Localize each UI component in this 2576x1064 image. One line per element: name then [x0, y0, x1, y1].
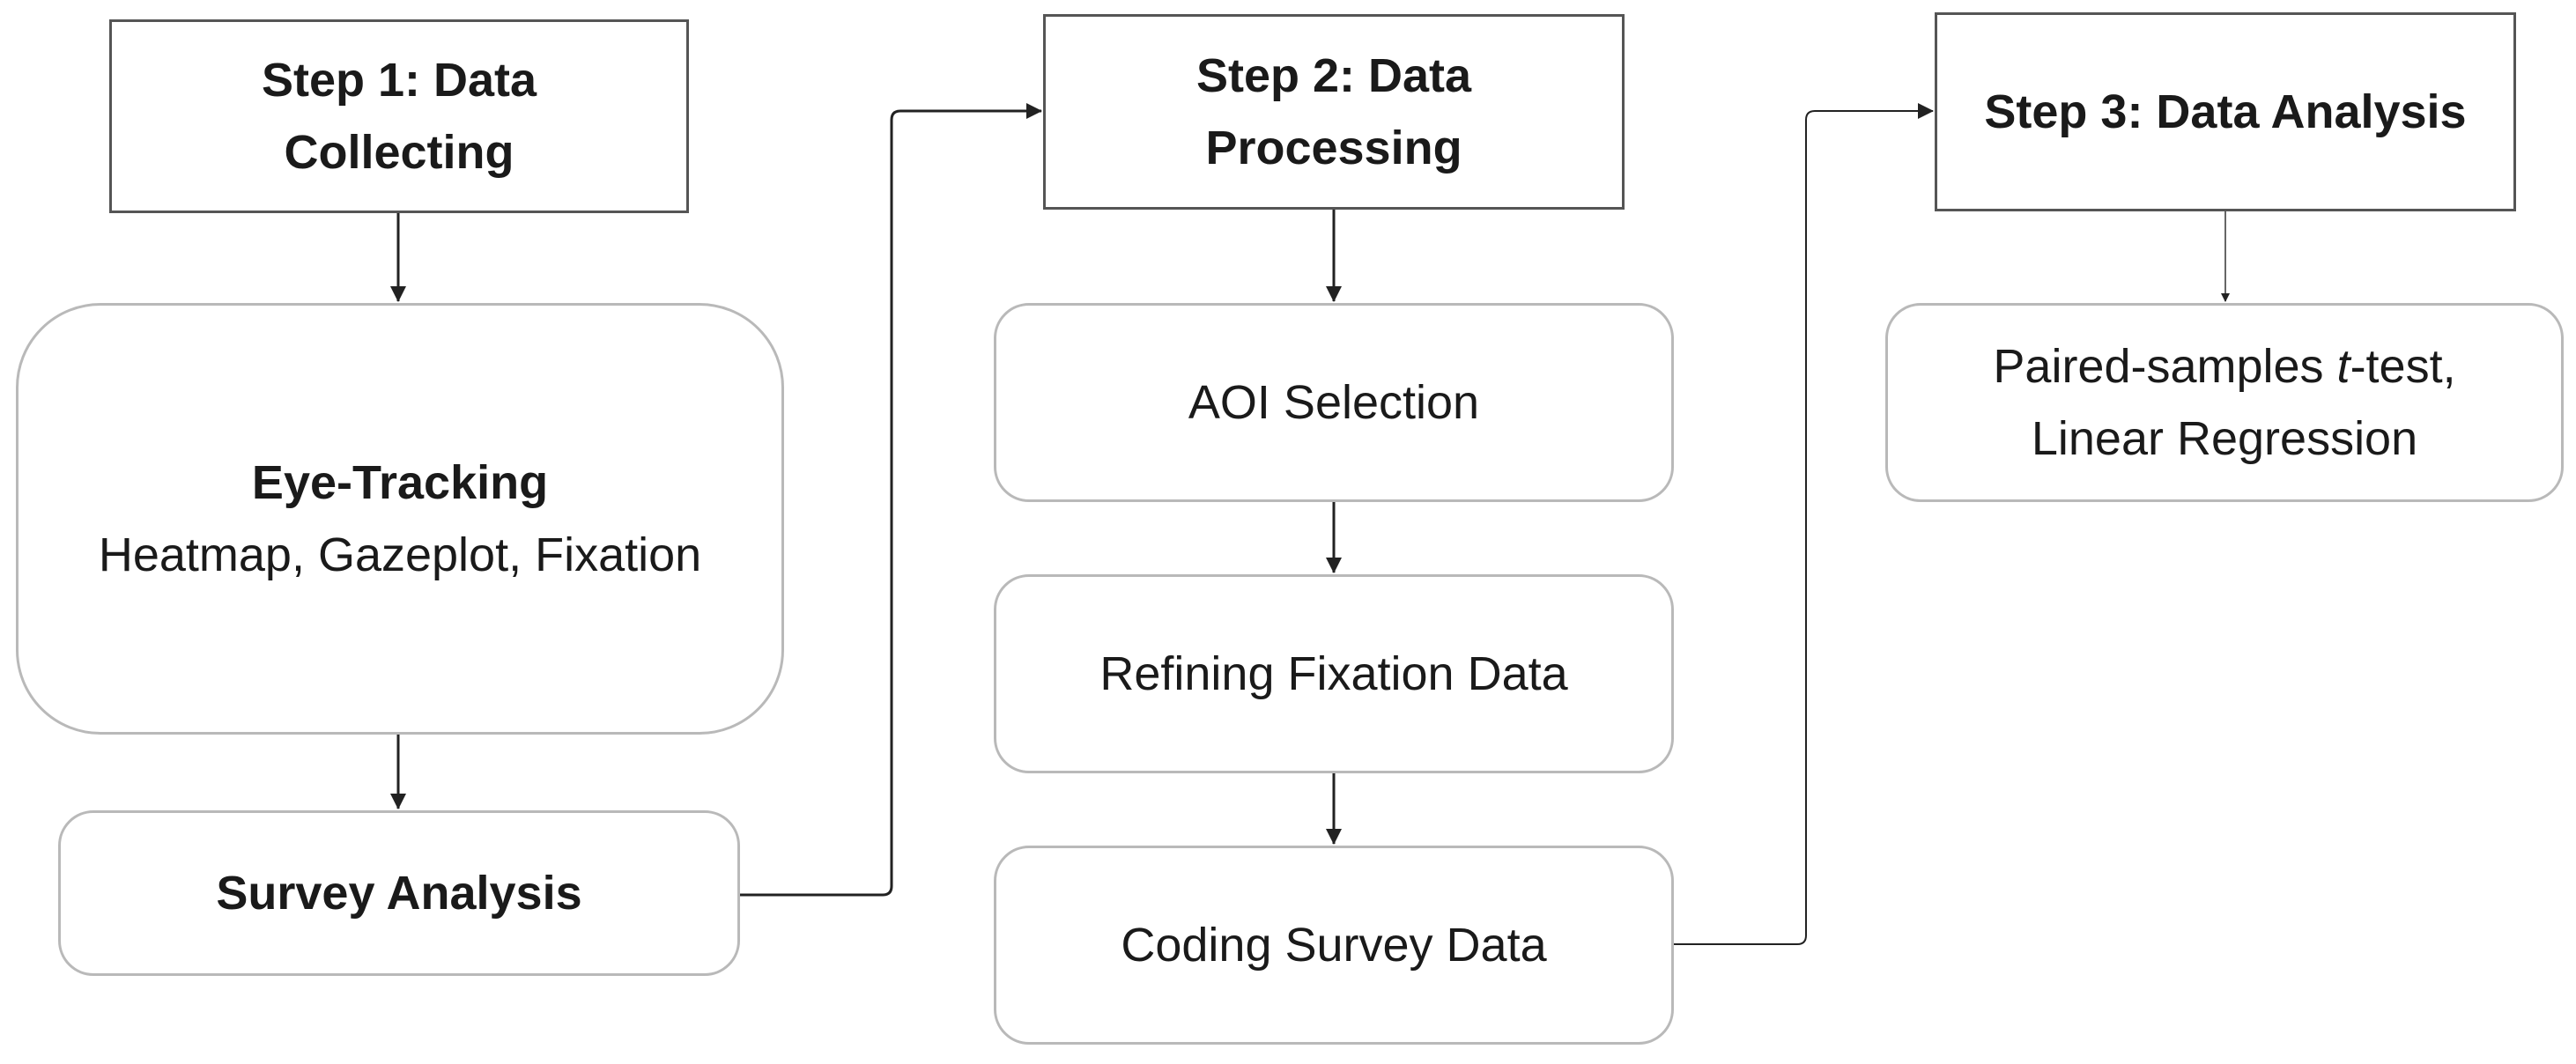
aoi-selection-box: AOI Selection: [994, 303, 1674, 502]
step2-box: Step 2: Data Processing: [1043, 14, 1625, 210]
step1-box: Step 1: Data Collecting: [109, 19, 689, 213]
coding-survey-label: Coding Survey Data: [1121, 919, 1547, 972]
analysis-t: t: [2336, 340, 2350, 393]
analysis-methods-line1: Paired-samples t-test,: [1993, 330, 2455, 403]
survey-analysis-label: Survey Analysis: [216, 867, 582, 920]
refining-fixation-box: Refining Fixation Data: [994, 574, 1674, 773]
analysis-methods-line2: Linear Regression: [2031, 412, 2418, 465]
refining-fixation-label: Refining Fixation Data: [1099, 647, 1568, 700]
eye-tracking-title: Eye-Tracking: [251, 456, 549, 509]
arrow-survey-to-step2: [740, 103, 1042, 897]
analysis-methods-box: Paired-samples t-test, Linear Regression: [1885, 303, 2564, 502]
eye-tracking-detail: Heatmap, Gazeplot, Fixation: [98, 528, 702, 581]
analysis-prefix: Paired-samples: [1993, 340, 2337, 393]
step2-title-line2: Processing: [1205, 122, 1462, 174]
step1-title-line1: Step 1: Data: [261, 54, 537, 107]
eye-tracking-box: Eye-Tracking Heatmap, Gazeplot, Fixation: [16, 303, 784, 735]
step1-title-line2: Collecting: [284, 126, 514, 179]
step3-title: Step 3: Data Analysis: [1984, 85, 2467, 138]
step3-box: Step 3: Data Analysis: [1935, 12, 2516, 211]
analysis-suffix: -test,: [2350, 340, 2456, 393]
coding-survey-box: Coding Survey Data: [994, 846, 1674, 1045]
step2-title-line1: Step 2: Data: [1195, 49, 1472, 102]
arrow-coding-to-step3: [1674, 103, 1934, 945]
aoi-selection-label: AOI Selection: [1188, 376, 1480, 429]
survey-analysis-box: Survey Analysis: [58, 810, 740, 976]
